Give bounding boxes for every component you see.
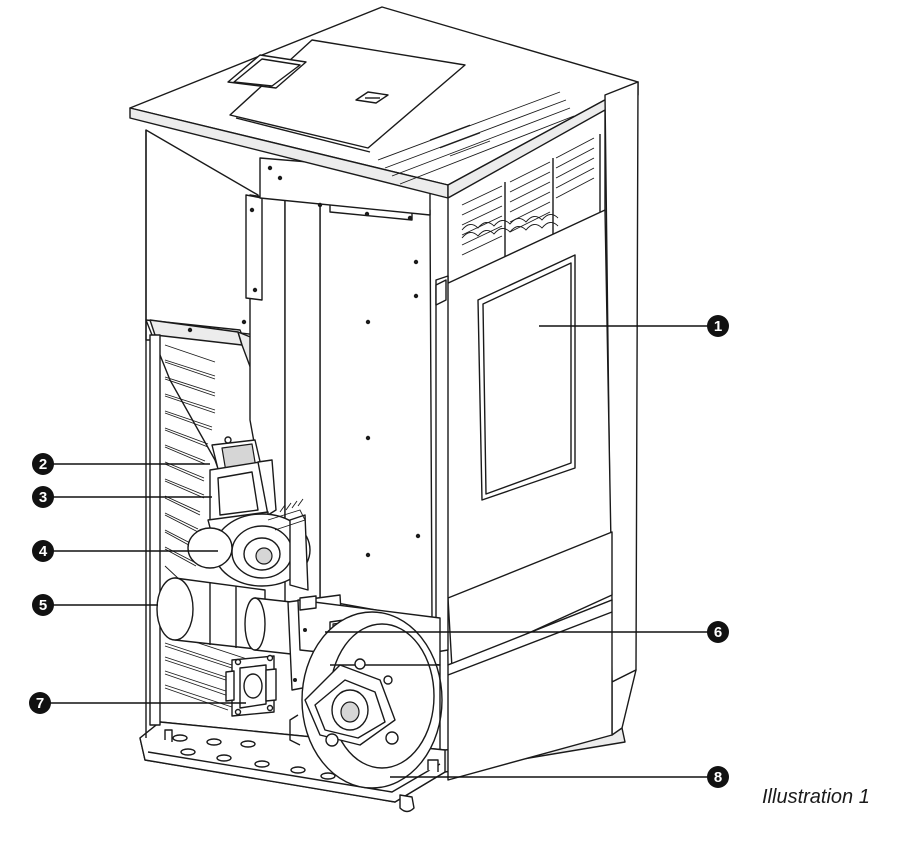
callout-5: 5	[32, 594, 54, 616]
vent-block	[377, 91, 606, 293]
callout-1-marker	[707, 315, 729, 337]
callout-5-number: 5	[39, 597, 47, 614]
callout-1: 1	[707, 315, 729, 337]
callout-3-marker	[32, 486, 54, 508]
callout-leaders	[50, 325, 709, 778]
callout-3-number: 3	[39, 489, 47, 506]
callout-6-marker	[707, 621, 729, 643]
callout-2-marker	[32, 453, 54, 475]
callout-6: 6	[707, 621, 729, 643]
callout-4: 4	[32, 540, 54, 562]
callout-7: 7	[29, 692, 51, 714]
callout-3: 3	[32, 486, 54, 508]
callout-6-number: 6	[714, 624, 722, 641]
figure-caption: Illustration 1	[762, 786, 870, 808]
callout-7-number: 7	[36, 695, 44, 712]
callout-2-number: 2	[39, 456, 47, 473]
callout-4-marker	[32, 540, 54, 562]
smoke-fan	[187, 498, 311, 591]
callout-5-marker	[32, 594, 54, 616]
stove-door	[435, 209, 613, 781]
callout-7-marker	[29, 692, 51, 714]
callout-4-number: 4	[39, 543, 48, 560]
callout-8-number: 8	[714, 769, 722, 786]
callout-8-marker	[707, 766, 729, 788]
callout-8: 8	[707, 766, 729, 788]
room-blower	[289, 611, 443, 789]
pressure-switch	[225, 654, 277, 717]
exhaust-pipe	[156, 577, 301, 656]
left-grille	[149, 334, 251, 726]
callout-2: 2	[32, 453, 54, 475]
callout-1-number: 1	[714, 318, 722, 335]
